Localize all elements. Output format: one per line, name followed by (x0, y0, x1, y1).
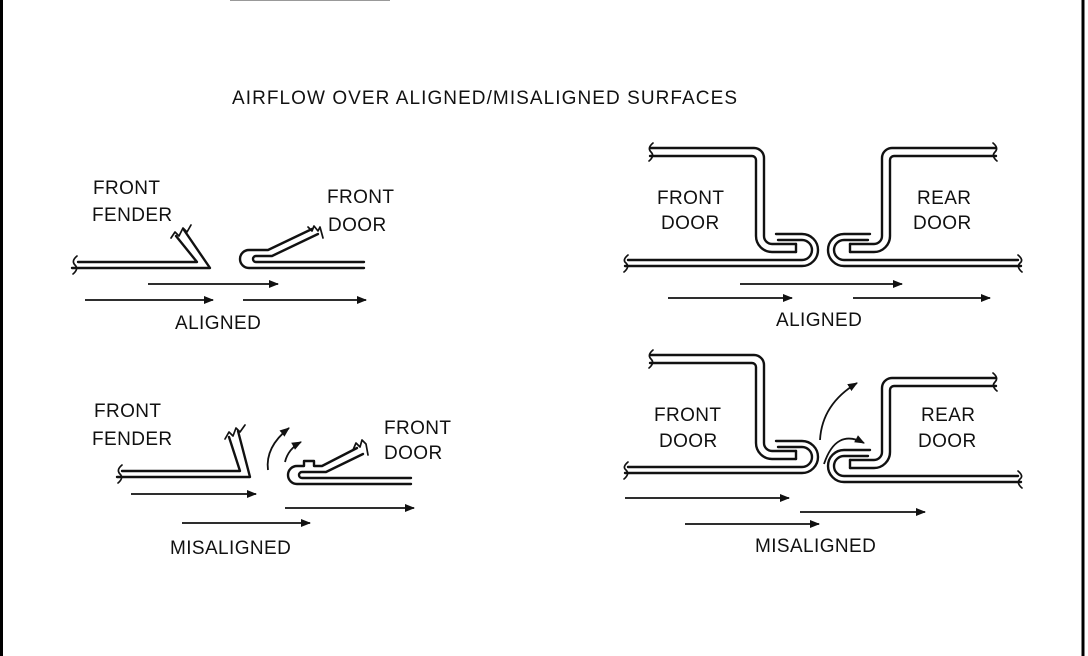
door-inner-flange (297, 452, 413, 480)
door-outer-skin (826, 448, 1023, 484)
turbulent-airflow-arrow (819, 382, 858, 441)
door-inner-flange (848, 384, 998, 470)
panel-break-mark (170, 224, 192, 239)
panel-break-mark (1017, 254, 1023, 273)
door-outer-skin (238, 227, 366, 270)
front-fender-panel (115, 424, 252, 484)
fender-door-misaligned-view: FRONT FENDER FRONT DOOR MISALIGNED (92, 401, 451, 559)
door-outer-skin (826, 232, 1023, 268)
front-door-panel (623, 142, 820, 273)
panel-break-mark (623, 254, 629, 273)
rear-door-label: DOOR (918, 431, 977, 452)
door-inner-flange (848, 154, 998, 254)
door-inner-flange (848, 146, 998, 246)
fender-outer-edge (115, 429, 252, 479)
panel-break-mark (224, 424, 246, 440)
rear-door-label: REAR (917, 188, 971, 209)
aligned-caption: ALIGNED (776, 310, 862, 331)
front-door-label: FRONT (657, 188, 724, 209)
fender-inner-edge (76, 234, 199, 264)
front-door-label: FRONT (654, 405, 721, 426)
panel-break-mark (648, 349, 654, 369)
front-door-label: FRONT (384, 418, 451, 439)
door-inner-flange (848, 376, 998, 462)
panel-break-mark (992, 142, 998, 162)
front-door-panel (623, 349, 820, 480)
door-outer-skin (832, 238, 1020, 262)
panel-break-mark (117, 464, 123, 484)
front-door-label: DOOR (661, 213, 720, 234)
door-outer-skin (626, 445, 814, 469)
door-outer-skin (832, 454, 1020, 478)
turbulent-airflow-arrow (266, 427, 290, 471)
aligned-caption: ALIGNED (175, 313, 261, 334)
door-outer-skin (286, 446, 413, 486)
front-door-label: DOOR (328, 215, 387, 236)
panel-break-mark (72, 255, 78, 275)
fender-outer-edge (70, 228, 212, 270)
panel-break-mark (307, 225, 324, 239)
fender-door-aligned-view: FRONT FENDER FRONT DOOR ALIGNED (70, 178, 394, 334)
front-rear-aligned-view: FRONT DOOR REAR DOOR ALIGNED (623, 142, 1023, 331)
panel-break-mark (623, 461, 629, 480)
panel-break-mark (352, 439, 369, 456)
door-inner-flange (251, 232, 366, 264)
turbulent-airflow-arrow (284, 441, 302, 463)
rear-door-label: DOOR (913, 213, 972, 234)
front-fender-label: FRONT (94, 401, 161, 422)
rear-door-panel (826, 372, 1023, 489)
door-inner-flange (648, 154, 798, 254)
fender-inner-edge (120, 435, 242, 473)
panel-break-mark (992, 372, 998, 392)
door-outer-skin (623, 439, 820, 475)
front-fender-label: FENDER (92, 205, 173, 226)
front-door-label: FRONT (327, 187, 394, 208)
front-fender-label: FENDER (92, 429, 173, 450)
door-outer-skin (623, 232, 820, 268)
door-inner-flange (648, 361, 798, 461)
misaligned-caption: MISALIGNED (170, 538, 291, 559)
door-outer-skin (626, 238, 814, 262)
front-fender-label: FRONT (93, 178, 160, 199)
panel-break-mark (1017, 470, 1023, 489)
rear-door-panel (826, 142, 1023, 273)
diagram-title: AIRFLOW OVER ALIGNED/MISALIGNED SURFACES (232, 88, 737, 109)
front-door-panel (238, 225, 366, 270)
front-door-label: DOOR (384, 443, 443, 464)
front-door-label: DOOR (659, 431, 718, 452)
misaligned-caption: MISALIGNED (755, 536, 876, 557)
turbulent-airflow-arrow (823, 435, 865, 465)
front-fender-panel (70, 224, 212, 275)
door-inner-flange (648, 146, 798, 246)
rear-door-label: REAR (921, 405, 975, 426)
front-door-panel (286, 439, 413, 486)
panel-break-mark (648, 142, 654, 162)
door-inner-flange (648, 353, 798, 453)
front-rear-misaligned-view: FRONT DOOR REAR DOOR MISALIGNED (623, 349, 1023, 557)
